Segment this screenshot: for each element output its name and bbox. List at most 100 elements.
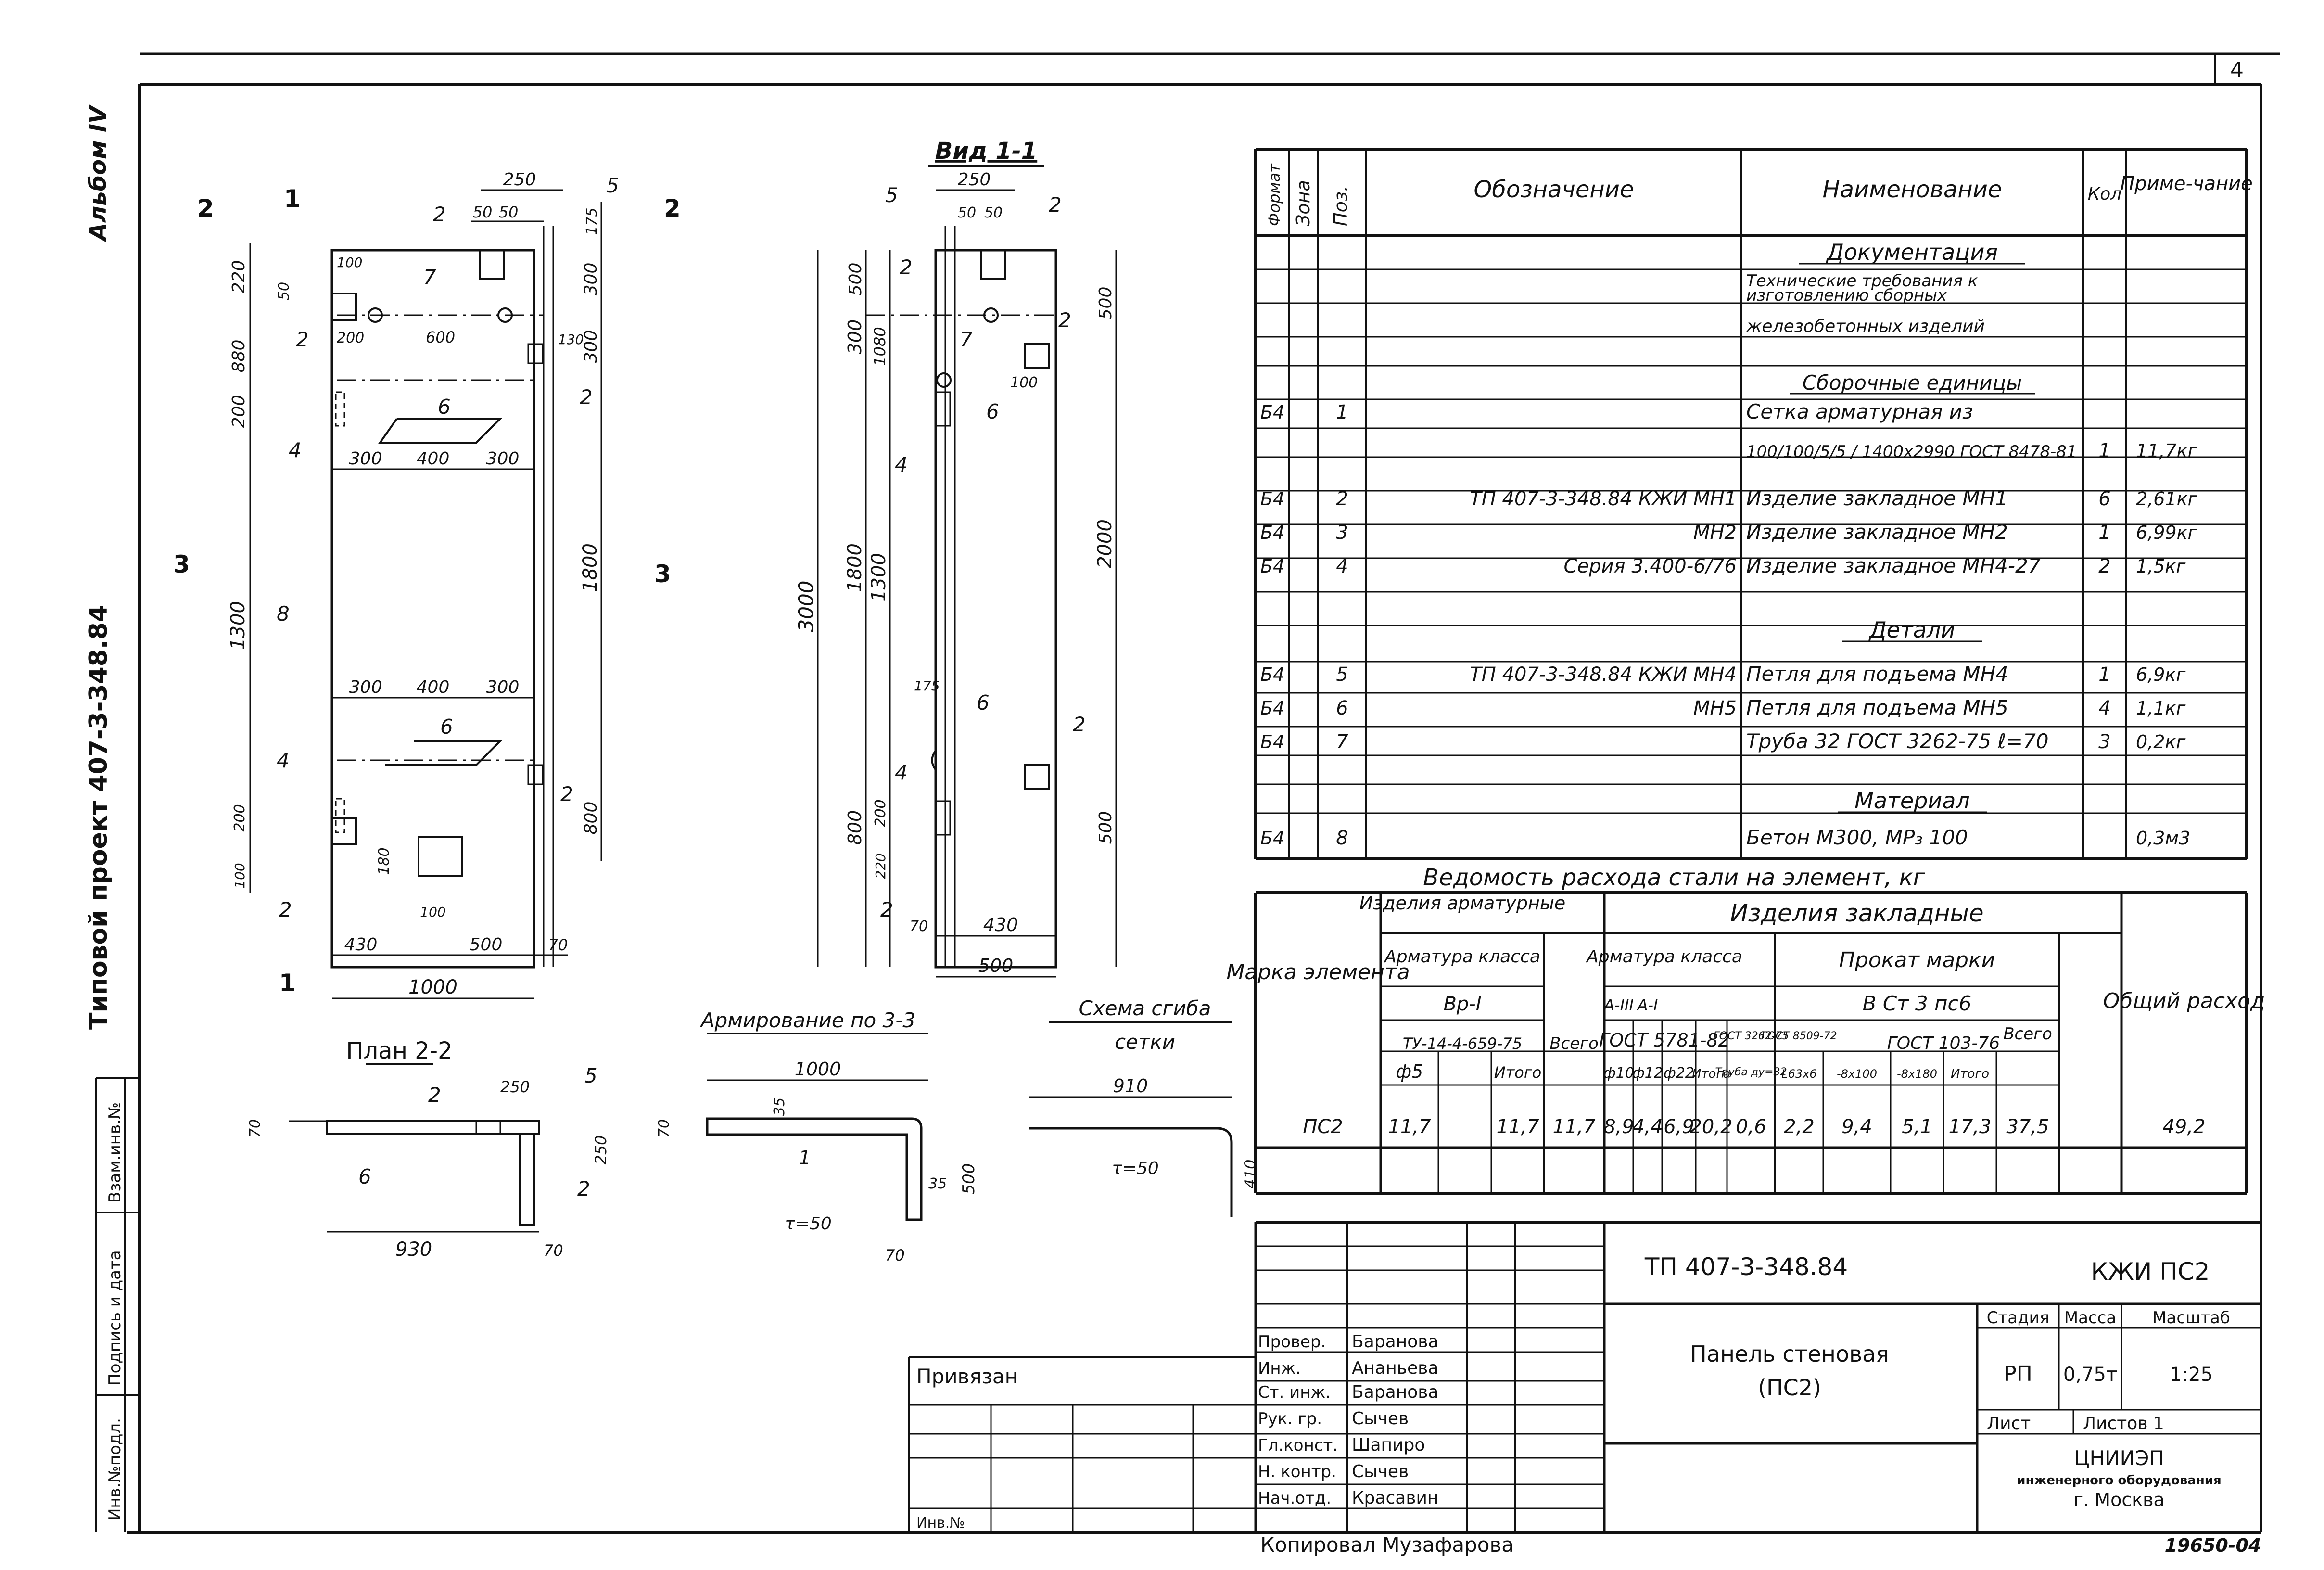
sheet-frame: 4 xyxy=(127,52,2280,1534)
dim-910: 910 xyxy=(1113,1075,1148,1097)
steel-gost3262: ГОСТ 3262-75 xyxy=(1713,1030,1789,1042)
dim-70-arm: 70 xyxy=(656,1119,673,1137)
privyazan-label: Привязан xyxy=(916,1365,1018,1388)
steel-d5: ф5 xyxy=(1396,1061,1423,1082)
spec-row-1b-name: 100/100/5/5 / 1400x2990 ГОСТ 8478-81 xyxy=(1746,442,2077,461)
spec-row-6-pos: 6 xyxy=(1336,697,1348,719)
role-name: Баранова xyxy=(1352,1332,1439,1352)
dim-70-plan: 70 xyxy=(544,1241,563,1260)
dim-250-v: 250 xyxy=(958,170,991,190)
dim-800-v: 800 xyxy=(844,810,865,845)
section-1-top: 1 xyxy=(284,185,301,213)
spec-row-6-note: 1,1кг xyxy=(2136,698,2186,719)
spec-row-3-pos: 3 xyxy=(1336,522,1348,544)
spec-row-7-format: Б4 xyxy=(1260,731,1284,753)
side-strip: Альбом IV Типовой проект 407-3-348.84 Ин… xyxy=(84,104,140,1532)
title-name-2: (ПС2) xyxy=(1758,1375,1821,1401)
role-name: Ананьева xyxy=(1352,1358,1438,1378)
org-name-3: г. Москва xyxy=(2073,1489,2165,1510)
plan-callout-5: 5 xyxy=(584,1064,597,1087)
callout-4a: 4 xyxy=(289,438,302,462)
radius-arm: τ=50 xyxy=(785,1214,832,1234)
sheet-number: 4 xyxy=(2230,58,2244,82)
v-callout-4a: 4 xyxy=(895,453,908,476)
steel-bp-class: Вр-I xyxy=(1443,993,1481,1015)
scale-header: Масштаб xyxy=(2152,1308,2230,1327)
steel-gost103: ГОСТ 103-76 xyxy=(1887,1034,2000,1053)
steel-row-cell: 49,2 xyxy=(2162,1116,2205,1138)
spec-row-6-designation: МН5 xyxy=(1693,697,1737,719)
callout-6b: 6 xyxy=(440,715,453,739)
steel-vst: В Ст 3 пс6 xyxy=(1863,992,1972,1015)
spec-row-8-format: Б4 xyxy=(1260,828,1284,849)
role-name: Баранова xyxy=(1352,1382,1439,1402)
doc-line-1: Технические требования к xyxy=(1746,271,1978,291)
steel-group-arm: Изделия арматурные xyxy=(1359,893,1566,914)
dim-300a: 300 xyxy=(581,263,601,296)
v-callout-5: 5 xyxy=(885,183,898,207)
callout-2e: 2 xyxy=(279,898,292,921)
callout-2c: 2 xyxy=(580,385,593,409)
spec-row-1-name: Сетка арматурная из xyxy=(1746,400,1973,423)
project-label: Типовой проект 407-3-348.84 xyxy=(84,605,113,1030)
steel-row-cell: 5,1 xyxy=(1902,1116,1932,1138)
spec-row-3-format: Б4 xyxy=(1260,522,1284,543)
dim-70-bottom: 70 xyxy=(548,936,568,954)
dim-300-h4: 300 xyxy=(486,677,520,697)
spec-row-8-note: 0,3м3 xyxy=(2136,828,2190,849)
spec-row-7-pos: 7 xyxy=(1336,731,1348,753)
dim-130: 130 xyxy=(558,332,584,347)
plan-title: План 2-2 xyxy=(346,1037,452,1064)
callout-2a: 2 xyxy=(433,203,446,226)
header-pos: Поз. xyxy=(1330,186,1351,226)
steel-prokat: Прокат марки xyxy=(1839,948,1995,972)
role-label: Нач.отд. xyxy=(1258,1489,1331,1508)
steel-s8x100: -8x100 xyxy=(1837,1067,1877,1081)
v-callout-7: 7 xyxy=(960,328,973,351)
spec-row-5-designation: ТП 407-3-348.84 КЖИ МН4 xyxy=(1470,664,1737,686)
callout-2d: 2 xyxy=(560,782,573,806)
dim-250-top: 250 xyxy=(503,170,536,190)
spec-row-4-designation: Серия 3.400-6/76 xyxy=(1564,555,1737,577)
scheme-title-2: сетки xyxy=(1115,1030,1175,1054)
spec-row-2-format: Б4 xyxy=(1260,488,1284,510)
steel-itogo-arm: Итого xyxy=(1494,1063,1542,1082)
dim-500-arm: 500 xyxy=(959,1163,978,1195)
plan-2-2: План 2-2 930 70 250 250 70 2 5 6 2 xyxy=(247,1037,610,1261)
panel-outline xyxy=(330,249,535,969)
role-name: Сычев xyxy=(1352,1409,1409,1429)
spec-row-3-qty: 1 xyxy=(2098,522,2110,544)
steel-total-header: Общий расход xyxy=(2103,989,2265,1013)
doc-line-3: железобетонных изделий xyxy=(1746,317,1985,336)
steel-pipe: Труба ду=32 xyxy=(1715,1066,1787,1078)
dim-200-v: 200 xyxy=(872,799,889,827)
spec-row-2-note: 2,61кг xyxy=(2136,488,2198,510)
spec-row-1-pos: 1 xyxy=(1336,401,1348,423)
dim-100-topleft: 100 xyxy=(337,255,362,270)
header-zone: Зона xyxy=(1293,180,1314,226)
callout-6a: 6 xyxy=(438,395,451,419)
role-label: Рук. гр. xyxy=(1258,1409,1322,1429)
dim-600: 600 xyxy=(426,328,455,346)
header-qty: Кол xyxy=(2088,184,2122,204)
section-3-left: 3 xyxy=(173,550,190,578)
dim-1300-v: 1300 xyxy=(868,553,890,602)
dim-2000: 2000 xyxy=(1094,519,1116,568)
steel-tu: ТУ-14-4-659-75 xyxy=(1403,1034,1522,1053)
dim-1080: 1080 xyxy=(871,327,889,366)
dim-1800: 1800 xyxy=(579,543,601,592)
steel-gost8509: ГОСТ 8509-72 xyxy=(1761,1030,1837,1042)
dim-35-arm-b: 35 xyxy=(928,1175,947,1192)
spec-row-7-name: Труба 32 ГОСТ 3262-75 ℓ=70 xyxy=(1746,729,2049,753)
spec-row-5-format: Б4 xyxy=(1260,664,1284,685)
panel-elevation: 250 50 50 175 300 300 1800 800 130 220 8… xyxy=(173,170,681,999)
steel-d12: ф12 xyxy=(1632,1065,1663,1082)
view-title-1-1: Вид 1-1 xyxy=(935,138,1037,165)
steel-row-cell: 11,7 xyxy=(1496,1116,1539,1138)
org-name-2: инженерного оборудования xyxy=(2017,1473,2221,1488)
role-label: Гл.конст. xyxy=(1258,1436,1338,1455)
dim-220-v: 220 xyxy=(873,853,889,879)
role-name: Сычев xyxy=(1352,1462,1409,1481)
plan-callout-6: 6 xyxy=(358,1165,371,1188)
spec-row-3-name: Изделие закладное МН2 xyxy=(1746,520,2008,544)
